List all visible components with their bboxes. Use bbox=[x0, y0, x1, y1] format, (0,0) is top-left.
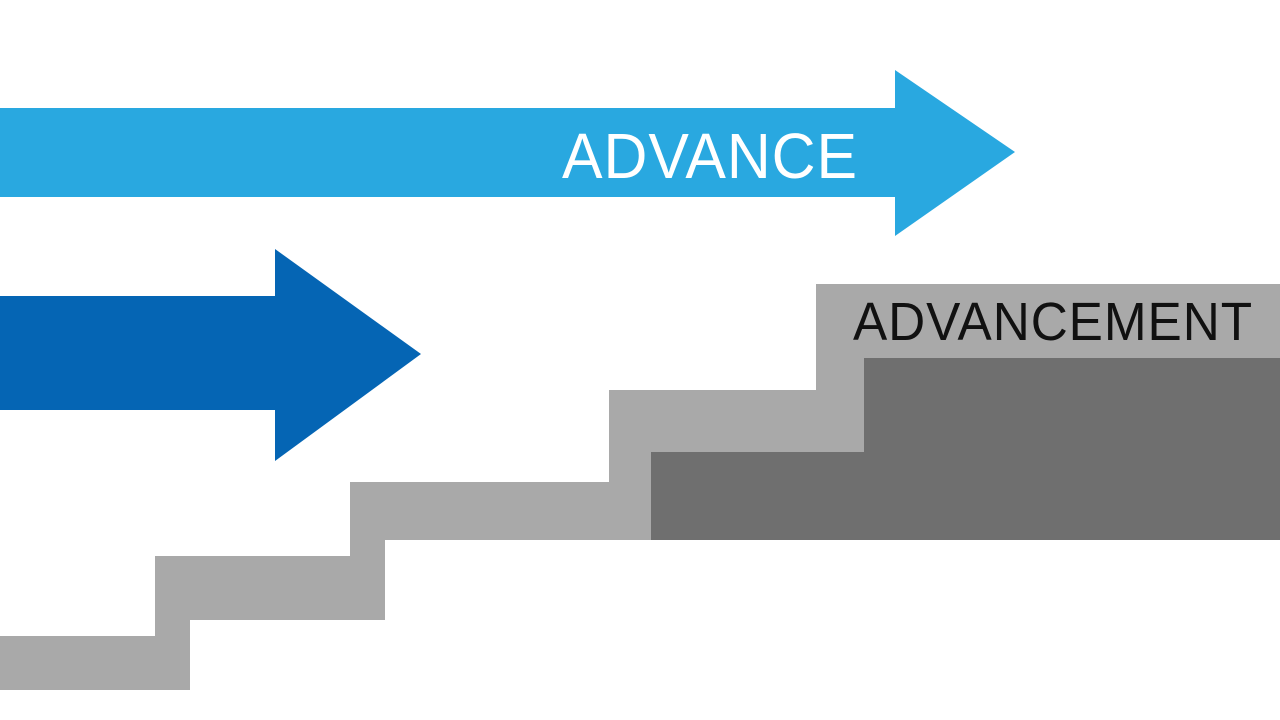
dark-stepped-block bbox=[651, 358, 1280, 540]
advance-label: ADVANCE bbox=[562, 120, 858, 192]
advancement-label: ADVANCEMENT bbox=[853, 292, 1253, 352]
dark-blue-arrow bbox=[0, 249, 421, 461]
advance-arrow bbox=[0, 70, 1015, 236]
